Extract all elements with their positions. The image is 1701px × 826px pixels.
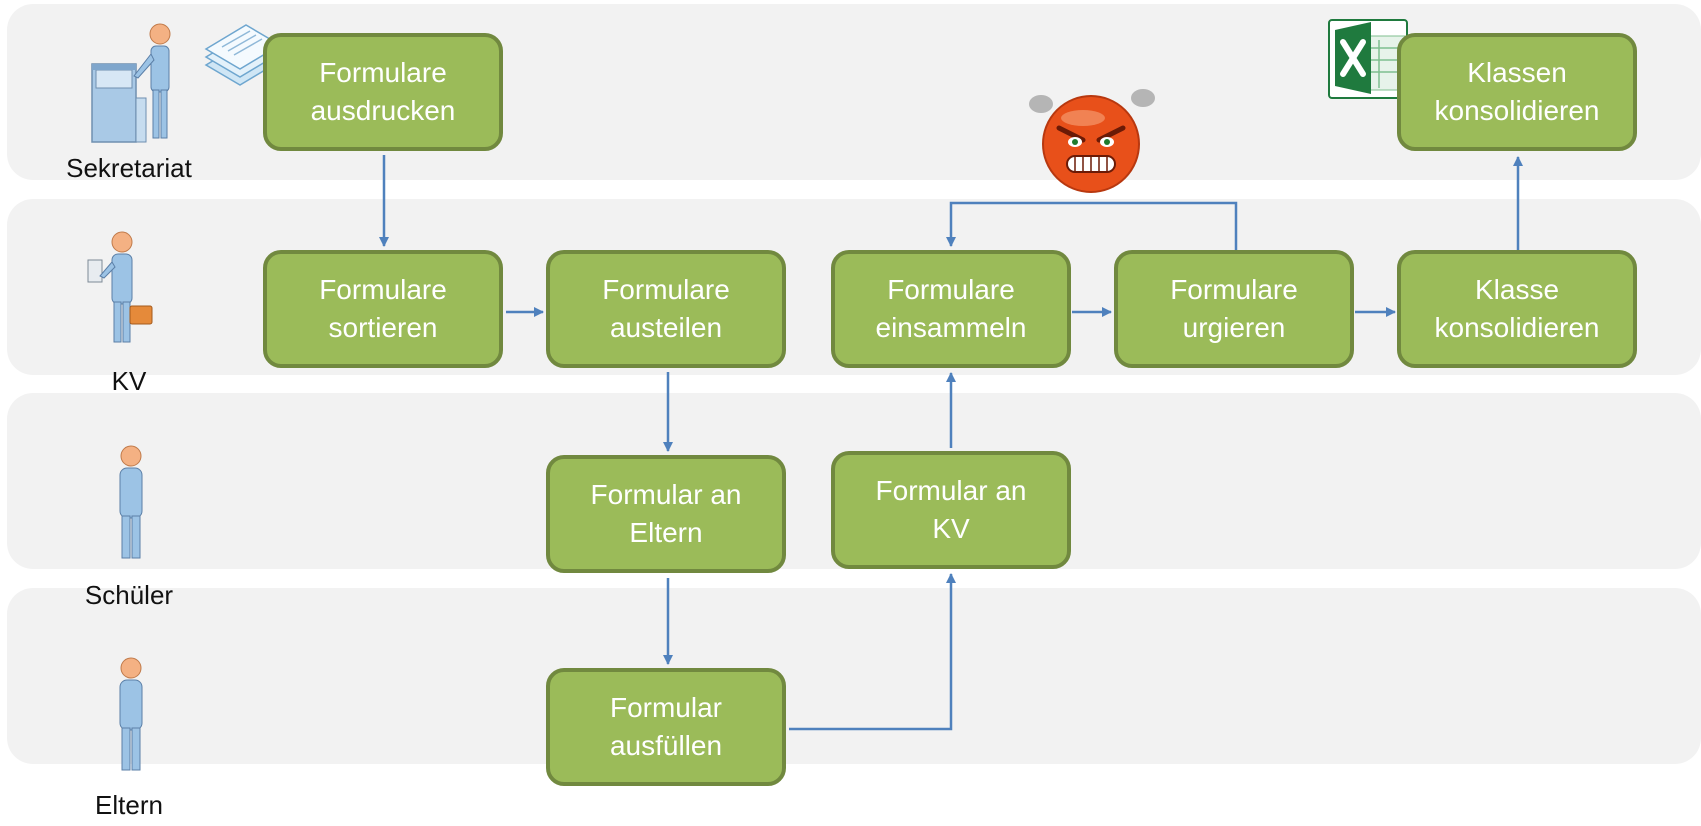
box-klasse-konsolidieren: Klasse konsolidieren bbox=[1397, 250, 1637, 368]
box-klassen-konsolidieren: Klassen konsolidieren bbox=[1397, 33, 1637, 151]
box-label: Formular an Eltern bbox=[590, 479, 742, 548]
box-label: Formulare austeilen bbox=[602, 274, 730, 343]
box-formulare-austeilen: Formulare austeilen bbox=[546, 250, 786, 368]
paper-stack-icon bbox=[204, 24, 282, 86]
box-label: Klasse konsolidieren bbox=[1434, 274, 1600, 343]
box-label: Formulare ausdrucken bbox=[310, 57, 456, 126]
swimlane-eltern bbox=[7, 588, 1701, 764]
box-label: Formular an KV bbox=[875, 475, 1027, 544]
box-formulare-sortieren: Formulare sortieren bbox=[263, 250, 503, 368]
box-formulare-einsammeln: Formulare einsammeln bbox=[831, 250, 1071, 368]
box-formular-an-kv: Formular an KV bbox=[831, 451, 1071, 569]
arrow-urgieren-to-einsammeln bbox=[946, 201, 1238, 250]
lane-label-kv: KV bbox=[111, 366, 147, 396]
box-formular-an-eltern: Formular an Eltern bbox=[546, 455, 786, 573]
secretary-at-printer-icon bbox=[91, 23, 171, 143]
box-formular-ausfuellen: Formular ausfüllen bbox=[546, 668, 786, 786]
box-label: Klassen konsolidieren bbox=[1434, 57, 1600, 126]
angry-face-icon bbox=[1029, 89, 1155, 193]
box-label: Formular ausfüllen bbox=[609, 692, 723, 761]
box-label: Formulare urgieren bbox=[1170, 274, 1298, 343]
box-formulare-ausdrucken: Formulare ausdrucken bbox=[263, 33, 503, 151]
arrow-ausfuellen-to-formular-an-kv bbox=[789, 573, 956, 731]
box-formulare-urgieren: Formulare urgieren bbox=[1114, 250, 1354, 368]
lane-label-eltern: Eltern bbox=[95, 790, 163, 820]
person-icon bbox=[119, 657, 143, 771]
lane-label-sekretariat: Sekretariat bbox=[66, 153, 192, 183]
box-label: Formulare sortieren bbox=[319, 274, 447, 343]
box-label: Formulare einsammeln bbox=[875, 274, 1027, 343]
person-with-briefcase-icon bbox=[87, 231, 153, 343]
person-icon bbox=[119, 445, 143, 559]
lane-label-schueler: Schüler bbox=[84, 580, 174, 610]
